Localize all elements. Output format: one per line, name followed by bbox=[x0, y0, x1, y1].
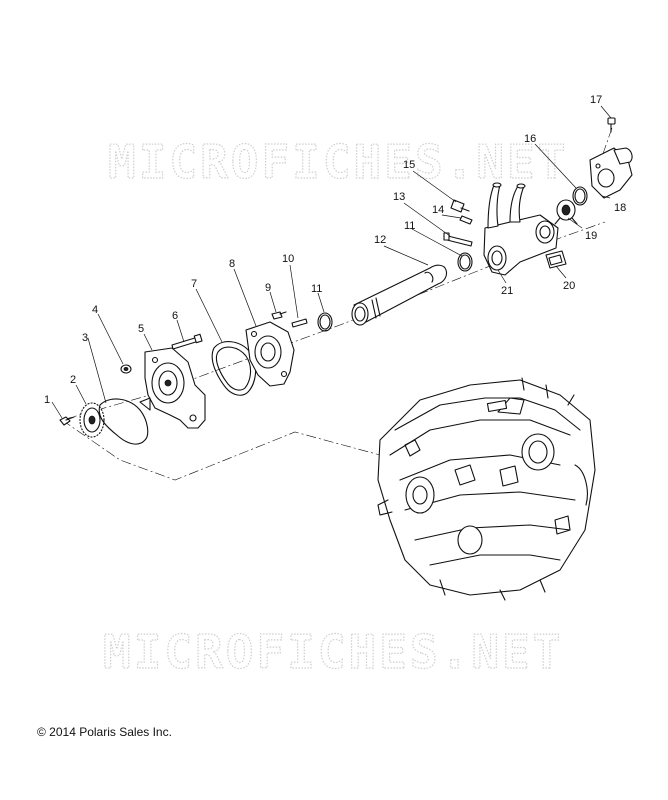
callout-9: 9 bbox=[265, 282, 271, 294]
part-plug-4 bbox=[120, 364, 132, 374]
callout-8: 8 bbox=[229, 258, 235, 270]
callout-13: 13 bbox=[393, 191, 405, 203]
leader-lines bbox=[51, 105, 612, 419]
part-oring-11a bbox=[317, 312, 333, 332]
part-gasket-7 bbox=[211, 341, 257, 396]
part-oring-11b bbox=[457, 252, 473, 272]
watermark-top: MICROFICHES.NET bbox=[108, 135, 568, 189]
part-thermostat-19 bbox=[554, 199, 578, 225]
callout-2: 2 bbox=[70, 374, 76, 386]
copyright-notice: © 2014 Polaris Sales Inc. bbox=[37, 725, 172, 739]
callout-19: 19 bbox=[585, 230, 597, 242]
callout-5: 5 bbox=[138, 323, 144, 335]
part-bolt-13 bbox=[443, 232, 473, 247]
callout-20: 20 bbox=[563, 280, 575, 292]
part-thermostat-cover-18 bbox=[589, 147, 633, 199]
callout-11b: 11 bbox=[404, 220, 415, 232]
part-oring-16 bbox=[572, 186, 588, 206]
callout-6: 6 bbox=[172, 310, 178, 322]
callout-1: 1 bbox=[44, 394, 50, 406]
callout-14: 14 bbox=[432, 204, 444, 216]
callout-16: 16 bbox=[524, 133, 536, 145]
callout-17: 17 bbox=[590, 94, 602, 106]
part-bolt-6 bbox=[171, 333, 203, 350]
part-sensor-15 bbox=[450, 199, 470, 213]
part-pump-housing-5 bbox=[139, 347, 206, 429]
part-thermostat-housing-21 bbox=[483, 182, 559, 276]
watermark-bottom: MICROFICHES.NET bbox=[103, 625, 563, 679]
part-coolant-pipe-12 bbox=[351, 264, 448, 326]
callout-21: 21 bbox=[501, 285, 513, 297]
part-sprocket-2 bbox=[79, 402, 105, 438]
part-gasket-20 bbox=[545, 250, 567, 269]
part-bolt-14 bbox=[459, 215, 473, 225]
callout-15: 15 bbox=[403, 159, 415, 171]
callout-10: 10 bbox=[282, 253, 294, 265]
callout-3: 3 bbox=[82, 332, 88, 344]
callout-18: 18 bbox=[614, 202, 626, 214]
part-gasket-3 bbox=[98, 398, 149, 445]
callout-7: 7 bbox=[191, 278, 197, 290]
callout-12: 12 bbox=[374, 234, 386, 246]
part-stud-10 bbox=[291, 318, 308, 328]
part-bolt-1 bbox=[59, 416, 75, 426]
engine-assembly bbox=[377, 377, 596, 601]
part-bolt-9 bbox=[271, 311, 287, 320]
part-pump-cover-8 bbox=[245, 321, 295, 387]
part-bolt-17 bbox=[607, 117, 616, 133]
callout-numbers: 1 2 3 4 5 6 7 8 9 10 11 12 13 11 14 15 1… bbox=[44, 94, 626, 406]
callout-11a: 11 bbox=[311, 283, 322, 295]
callout-4: 4 bbox=[92, 304, 98, 316]
